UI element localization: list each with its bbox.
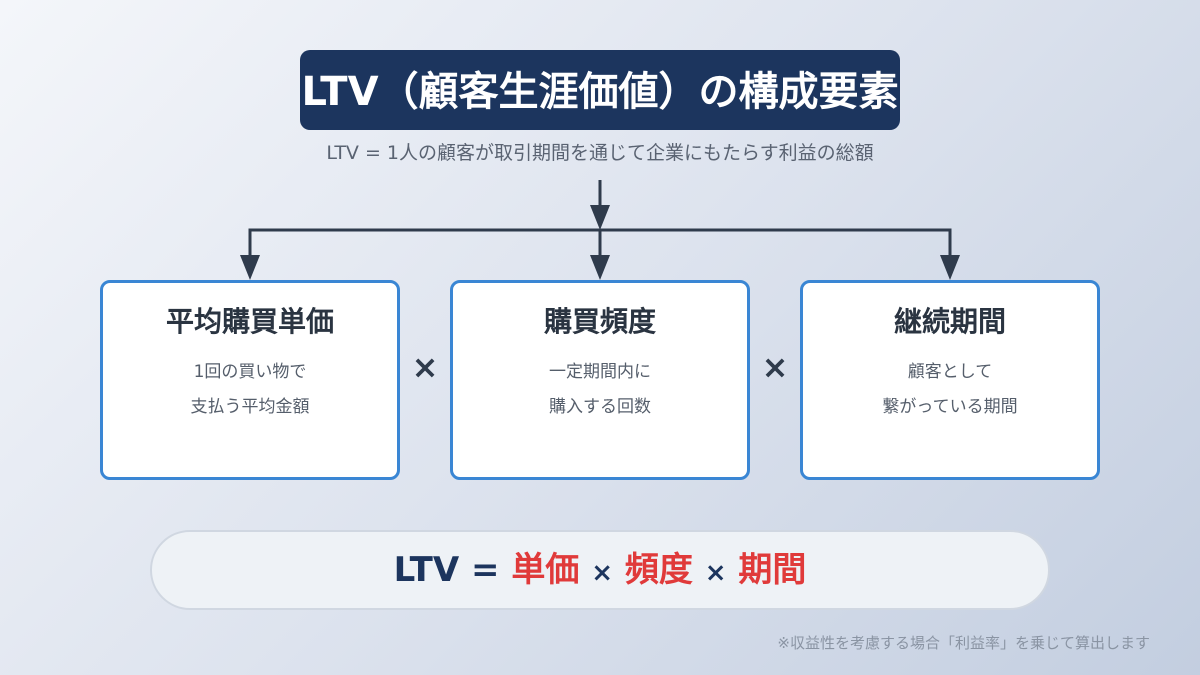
multiply-sign: × [761,348,789,386]
title-banner [300,50,900,130]
card-desc: 1回の買い物で [193,362,307,382]
arrowhead-icon [590,255,610,280]
card-desc: 顧客として [907,362,993,382]
arrowhead-icon [240,255,260,280]
formula-equals: = [471,550,500,590]
subtitle: LTV = 1人の顧客が取引期間を通じて企業にもたらす利益の総額 [326,142,874,164]
arrowhead-icon [590,205,610,230]
formula-operator: × [704,558,727,588]
card-desc: 繋がっている期間 [882,397,1018,417]
card-title: 購買頻度 [543,305,656,338]
card-average-purchase-price: 平均購買単価 1回の買い物で 支払う平均金額 [100,280,400,480]
formula-operator: × [591,558,614,588]
formula-box: LTV = 単価 × 頻度 × 期間 [150,530,1050,610]
page-title: LTV（顧客生涯価値）の構成要素 [301,69,899,115]
formula-term-period: 期間 [738,550,807,590]
card-retention-period: 継続期間 顧客として 繋がっている期間 [800,280,1100,480]
footnote: ※収益性を考慮する場合「利益率」を乗じて算出します [777,634,1150,652]
arrowhead-icon [940,255,960,280]
card-purchase-frequency: 購買頻度 一定期間内に 購入する回数 [450,280,750,480]
card-desc: 支払う平均金額 [190,397,310,417]
card-desc: 購入する回数 [549,397,651,417]
formula-term-frequency: 頻度 [624,550,693,590]
multiply-sign: × [411,348,439,386]
card-title: 継続期間 [893,305,1006,338]
formula-lhs: LTV [393,550,460,590]
card-title: 平均購買単価 [165,305,334,338]
formula-term-price: 単価 [511,550,580,590]
card-desc: 一定期間内に [549,362,651,382]
